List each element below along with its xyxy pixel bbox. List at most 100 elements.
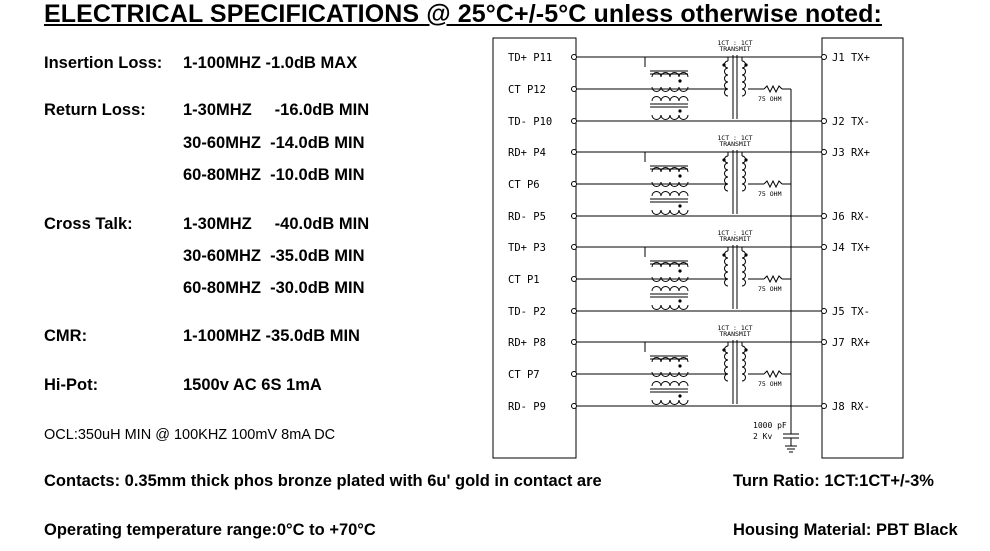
polarity-dot bbox=[678, 394, 682, 398]
return-loss-value: 1-30MHZ -16.0dB MIN bbox=[183, 101, 370, 119]
transformer-label: TRANSMIT bbox=[719, 235, 750, 243]
pin-terminal bbox=[571, 213, 577, 219]
left-pin-label: CT P6 bbox=[508, 179, 540, 191]
cap-value-label: 1000 pF bbox=[753, 421, 787, 430]
pin-terminal bbox=[571, 339, 577, 345]
right-pin-label: J2 TX- bbox=[832, 116, 870, 128]
insertion-loss-label: Insertion Loss: bbox=[44, 54, 163, 72]
left-pin-label: TD+ P3 bbox=[508, 242, 546, 254]
left-pin-label: CT P1 bbox=[508, 274, 540, 286]
cross-talk-label: Cross Talk: bbox=[44, 215, 133, 233]
transformer-label: TRANSMIT bbox=[719, 330, 750, 338]
pin-terminal bbox=[821, 149, 827, 155]
insertion-loss-value: 1-100MHZ -1.0dB MAX bbox=[183, 54, 358, 72]
choke-coil bbox=[651, 262, 689, 268]
turns-ratio-label: 1CT : 1CT bbox=[717, 324, 752, 332]
polarity-dot bbox=[744, 348, 748, 352]
polarity-dot bbox=[722, 348, 726, 352]
choke-coil bbox=[651, 72, 689, 78]
operating-temp-spec: Operating temperature range:0°C to +70°C bbox=[44, 521, 376, 539]
polarity-dot bbox=[678, 364, 682, 368]
right-pin-label: J6 RX- bbox=[832, 211, 870, 223]
choke-coil bbox=[651, 167, 689, 173]
channel-3: TD+ P3 CT P1 TD- P2 J4 TX+ J5 TX- 1CT : 1CTTR… bbox=[508, 229, 870, 318]
transformer-coil bbox=[724, 345, 729, 382]
transformer-coil bbox=[741, 250, 746, 287]
resistor-label: 75 OHM bbox=[758, 95, 782, 103]
choke-coil bbox=[651, 304, 689, 310]
pin-terminal bbox=[821, 308, 827, 314]
pin-terminal bbox=[571, 54, 577, 60]
left-pin-label: RD+ P8 bbox=[508, 337, 546, 349]
polarity-dot bbox=[678, 174, 682, 178]
polarity-dot bbox=[722, 63, 726, 67]
choke-coil bbox=[651, 381, 689, 387]
pin-terminal bbox=[571, 149, 577, 155]
right-pin-label: J5 TX- bbox=[832, 306, 870, 318]
right-pin-label: J4 TX+ bbox=[832, 242, 870, 254]
choke-coil bbox=[651, 286, 689, 292]
polarity-dot bbox=[744, 63, 748, 67]
pin-terminal bbox=[571, 244, 577, 250]
choke-coil bbox=[651, 371, 689, 377]
transformer-coil bbox=[741, 345, 746, 382]
cmr-value: 1-100MHZ -35.0dB MIN bbox=[183, 327, 360, 345]
transformer-coil bbox=[724, 250, 729, 287]
resistor bbox=[763, 179, 783, 189]
right-pin-label: J1 TX+ bbox=[832, 52, 870, 64]
polarity-dot bbox=[678, 109, 682, 113]
transformer-coil bbox=[741, 60, 746, 97]
pin-terminal bbox=[571, 118, 577, 124]
pin-terminal bbox=[571, 181, 577, 187]
return-loss-value: 60-80MHZ -10.0dB MIN bbox=[183, 166, 365, 184]
pin-terminal bbox=[821, 244, 827, 250]
pin-terminal bbox=[571, 403, 577, 409]
cross-talk-value: 60-80MHZ -30.0dB MIN bbox=[183, 279, 365, 297]
resistor bbox=[763, 369, 783, 379]
right-pin-label: J7 RX+ bbox=[832, 337, 870, 349]
cross-talk-value: 30-60MHZ -35.0dB MIN bbox=[183, 247, 365, 265]
pin-terminal bbox=[571, 276, 577, 282]
resistor-label: 75 OHM bbox=[758, 285, 782, 293]
ocl-spec: OCL:350uH MIN @ 100KHZ 100mV 8mA DC bbox=[44, 427, 336, 443]
left-pin-label: RD+ P4 bbox=[508, 147, 546, 159]
turn-ratio-spec: Turn Ratio: 1CT:1CT+/-3% bbox=[733, 472, 934, 490]
left-pin-label: TD- P2 bbox=[508, 306, 546, 318]
pin-terminal bbox=[571, 86, 577, 92]
return-loss-label: Return Loss: bbox=[44, 101, 146, 119]
pin-terminal bbox=[821, 118, 827, 124]
polarity-dot bbox=[678, 79, 682, 83]
resistor bbox=[763, 84, 783, 94]
resistor bbox=[763, 274, 783, 284]
page-title: ELECTRICAL SPECIFICATIONS @ 25°C+/-5°C u… bbox=[44, 0, 882, 28]
pin-terminal bbox=[821, 339, 827, 345]
choke-coil bbox=[651, 114, 689, 120]
cmr-label: CMR: bbox=[44, 327, 88, 345]
right-pin-label: J3 RX+ bbox=[832, 147, 870, 159]
contacts-spec: Contacts: 0.35mm thick phos bronze plate… bbox=[44, 472, 602, 490]
polarity-dot bbox=[722, 253, 726, 257]
transformer-label: TRANSMIT bbox=[719, 140, 750, 148]
choke-coil bbox=[651, 86, 689, 92]
left-pin-label: RD- P5 bbox=[508, 211, 546, 223]
hipot-label: Hi-Pot: bbox=[44, 376, 99, 394]
housing-spec: Housing Material: PBT Black bbox=[733, 521, 958, 539]
right-pin-label: J8 RX- bbox=[832, 401, 870, 413]
turns-ratio-label: 1CT : 1CT bbox=[717, 229, 752, 237]
polarity-dot bbox=[678, 299, 682, 303]
transformer-label: TRANSMIT bbox=[719, 45, 750, 53]
resistor-label: 75 OHM bbox=[758, 380, 782, 388]
cap-voltage-label: 2 Kv bbox=[753, 432, 772, 441]
polarity-dot bbox=[722, 158, 726, 162]
left-pin-label: TD- P10 bbox=[508, 116, 552, 128]
pin-terminal bbox=[821, 54, 827, 60]
pin-terminal bbox=[571, 371, 577, 377]
choke-coil bbox=[651, 96, 689, 102]
pin-terminal bbox=[571, 308, 577, 314]
left-pin-label: TD+ P11 bbox=[508, 52, 552, 64]
turns-ratio-label: 1CT : 1CT bbox=[717, 39, 752, 47]
transformer-coil bbox=[724, 155, 729, 192]
